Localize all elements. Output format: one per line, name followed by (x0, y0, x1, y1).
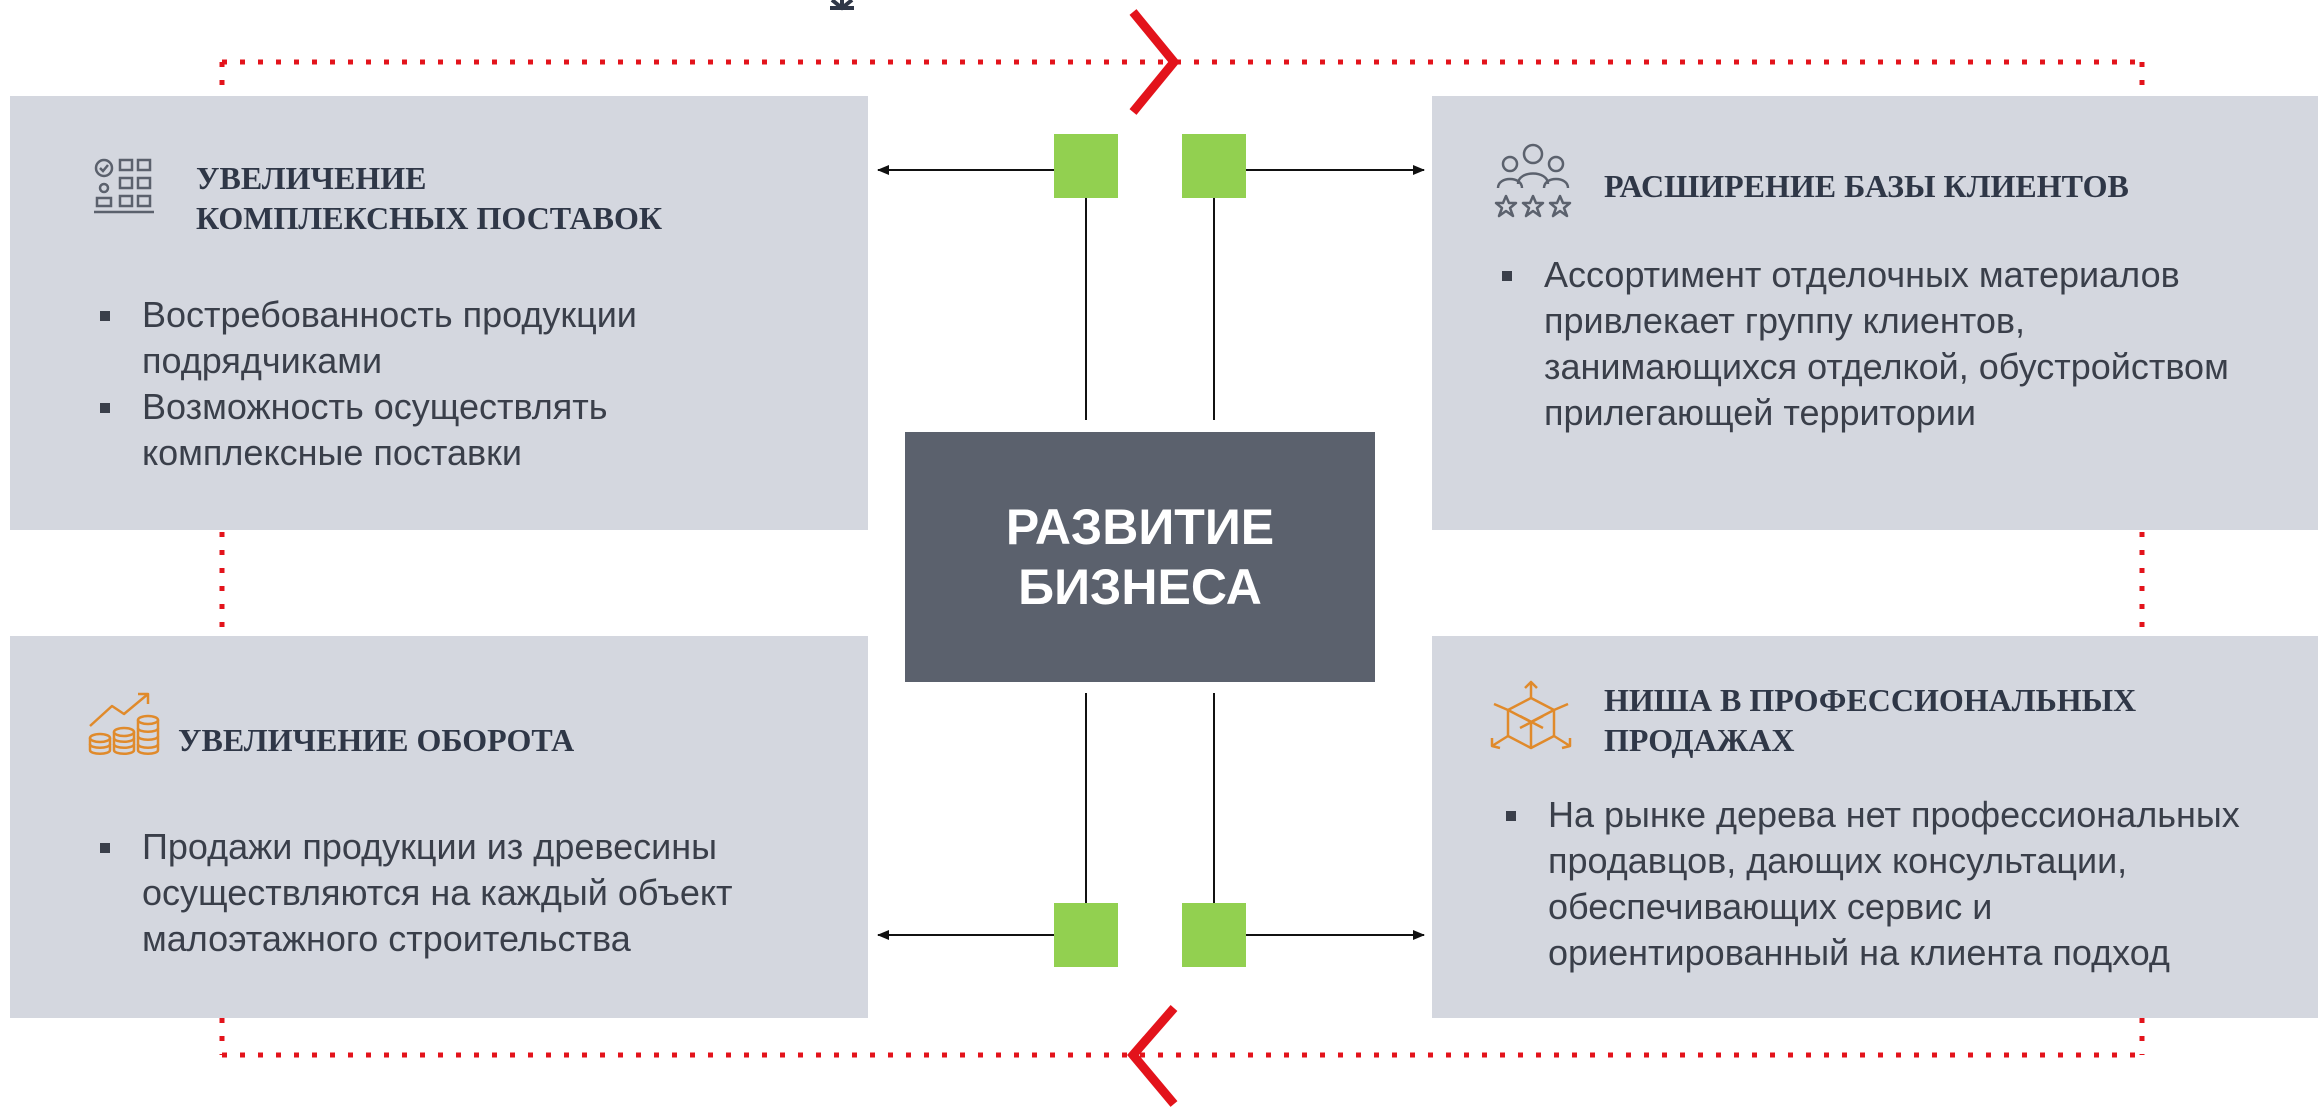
bullet-line: Востребованность продукции (142, 294, 637, 335)
bullet-line: Продажи продукции из древесины (142, 826, 717, 867)
bullet-line: осуществляются на каждый объект (142, 872, 733, 913)
bullet-line: комплексные поставки (142, 432, 522, 473)
center-box: РАЗВИТИЕ БИЗНЕСА (905, 432, 1375, 682)
bullet-line: привлекает группу клиентов, (1544, 300, 2025, 341)
bullet-item: Продажи продукции из древесины осуществл… (98, 824, 732, 962)
card-bullets: Востребованность продукции подрядчиками … (98, 292, 637, 476)
card-title-customer-base: РАСШИРЕНИЕ БАЗЫ КЛИЕНТОВ (1604, 166, 2129, 206)
card-customer-base: РАСШИРЕНИЕ БАЗЫ КЛИЕНТОВ Ассортимент отд… (1432, 96, 2318, 530)
card-turnover: УВЕЛИЧЕНИЕ ОБОРОТА Продажи продукции из … (10, 636, 868, 1018)
cycle-chevron-left-icon (1127, 1005, 1178, 1107)
partial-arrow-icon (830, 0, 854, 11)
center-title-line-2: БИЗНЕСА (1018, 559, 1262, 615)
bullet-line: занимающихся отделкой, обустройством (1544, 346, 2229, 387)
bullet-item: Востребованность продукции подрядчиками (98, 292, 637, 384)
card-title-complex-supplies: УВЕЛИЧЕНИЕ КОМПЛЕКСНЫХ ПОСТАВОК (196, 158, 662, 238)
card-bullets: Продажи продукции из древесины осуществл… (98, 824, 732, 962)
card-complex-supplies: УВЕЛИЧЕНИЕ КОМПЛЕКСНЫХ ПОСТАВОК Востребо… (10, 96, 868, 530)
supply-checklist-icon (94, 158, 154, 214)
cycle-chevron-right-icon (1129, 9, 1180, 115)
card-title-line: РАСШИРЕНИЕ БАЗЫ КЛИЕНТОВ (1604, 168, 2129, 204)
customers-stars-icon (1494, 143, 1572, 218)
card-bullets: Ассортимент отделочных материалов привле… (1500, 252, 2229, 436)
bullet-line: ориентированный на клиента подход (1548, 932, 2170, 973)
bullet-item: Ассортимент отделочных материалов привле… (1500, 252, 2229, 436)
card-bullets: На рынке дерева нет профессиональных про… (1504, 792, 2240, 976)
card-title-line: НИША В ПРОФЕССИОНАЛЬНЫХ (1604, 682, 2137, 718)
connector-square-bottom-left (1054, 903, 1118, 967)
card-title-line: УВЕЛИЧЕНИЕ (196, 160, 427, 196)
card-title-line: УВЕЛИЧЕНИЕ ОБОРОТА (178, 722, 575, 758)
card-professional-sales: НИША В ПРОФЕССИОНАЛЬНЫХ ПРОДАЖАХ На рынк… (1432, 636, 2318, 1018)
card-title-line: КОМПЛЕКСНЫХ ПОСТАВОК (196, 200, 663, 236)
bullet-item: Возможность осуществлять комплексные пос… (98, 384, 637, 476)
card-title-professional-sales: НИША В ПРОФЕССИОНАЛЬНЫХ ПРОДАЖАХ (1604, 680, 2136, 760)
connector-square-top-left (1054, 134, 1118, 198)
growth-coins-icon (88, 692, 160, 755)
bullet-line: прилегающей территории (1544, 392, 1976, 433)
bullet-line: На рынке дерева нет профессиональных (1548, 794, 2240, 835)
bullet-line: обеспечивающих сервис и (1548, 886, 1993, 927)
card-title-turnover: УВЕЛИЧЕНИЕ ОБОРОТА (178, 720, 574, 760)
bullet-item: На рынке дерева нет профессиональных про… (1504, 792, 2240, 976)
center-title-line-1: РАЗВИТИЕ (1005, 499, 1275, 555)
bullet-line: продавцов, дающих консультации, (1548, 840, 2128, 881)
connector-square-top-right (1182, 134, 1246, 198)
bullet-line: подрядчиками (142, 340, 383, 381)
bullet-line: малоэтажного строительства (142, 918, 631, 959)
bullet-line: Ассортимент отделочных материалов (1544, 254, 2180, 295)
card-title-line: ПРОДАЖАХ (1604, 722, 1795, 758)
cube-expand-icon (1490, 680, 1572, 750)
bullet-line: Возможность осуществлять (142, 386, 608, 427)
connector-square-bottom-right (1182, 903, 1246, 967)
